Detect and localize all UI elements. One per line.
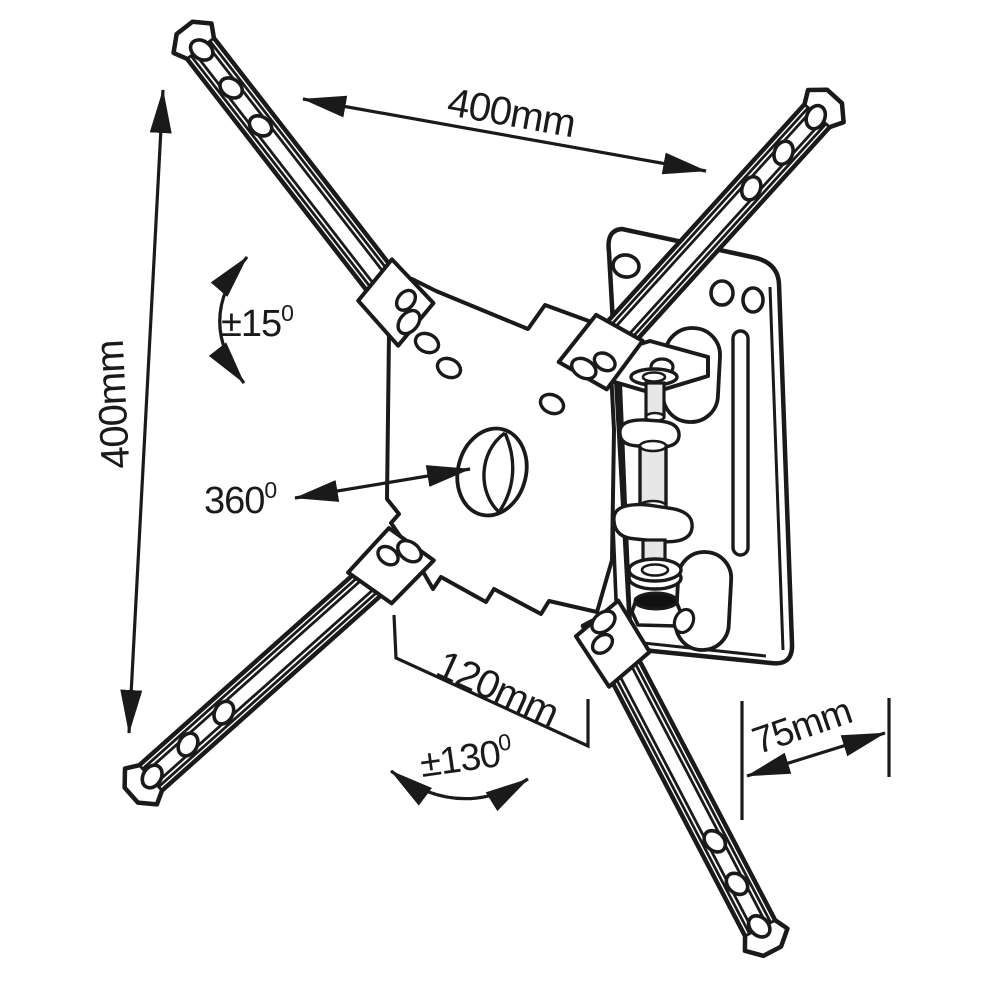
wall-plate-cutout-lower <box>673 550 734 652</box>
wall-plate-hole <box>709 279 735 307</box>
wall-offset-label: 75mm <box>747 690 857 763</box>
tilt-angle-label: ±150 <box>221 300 293 345</box>
dimension-wall-offset: 75mm <box>740 690 891 820</box>
dimension-plate-width: 120mm <box>392 614 590 749</box>
vesa-plate-hole <box>435 356 463 380</box>
dimension-top-width: 400mm <box>302 80 707 175</box>
bracket-tab-upper <box>618 418 681 449</box>
spacer-long <box>638 444 668 508</box>
wall-plate-hole <box>741 286 765 314</box>
annotation-swivel-angle: 3600 <box>204 465 471 522</box>
washer-top-inner <box>641 371 667 383</box>
wall-plate-slot <box>731 329 750 557</box>
nut-tag <box>672 607 696 635</box>
washer-large-inner <box>640 563 670 577</box>
side-height-label: 400mm <box>88 339 139 470</box>
vesa-plate-hole <box>413 331 441 355</box>
vesa-plate-hole <box>538 392 566 416</box>
swivel-socket-hole <box>455 426 529 518</box>
wall-plate-hole <box>611 253 641 279</box>
swivel-angle-label: 3600 <box>204 477 276 522</box>
dimension-side-height: 400mm <box>88 89 172 734</box>
swing-angle-label: ±1300 <box>417 729 515 786</box>
annotation-swing-angle: ±1300 <box>390 729 529 812</box>
hex-nut-top <box>633 591 679 611</box>
plate-width-label: 120mm <box>430 643 565 736</box>
spacer-long-top <box>638 439 668 453</box>
bracket-tab-lower <box>612 502 694 544</box>
annotation-tilt-angle: ±150 <box>208 255 294 384</box>
